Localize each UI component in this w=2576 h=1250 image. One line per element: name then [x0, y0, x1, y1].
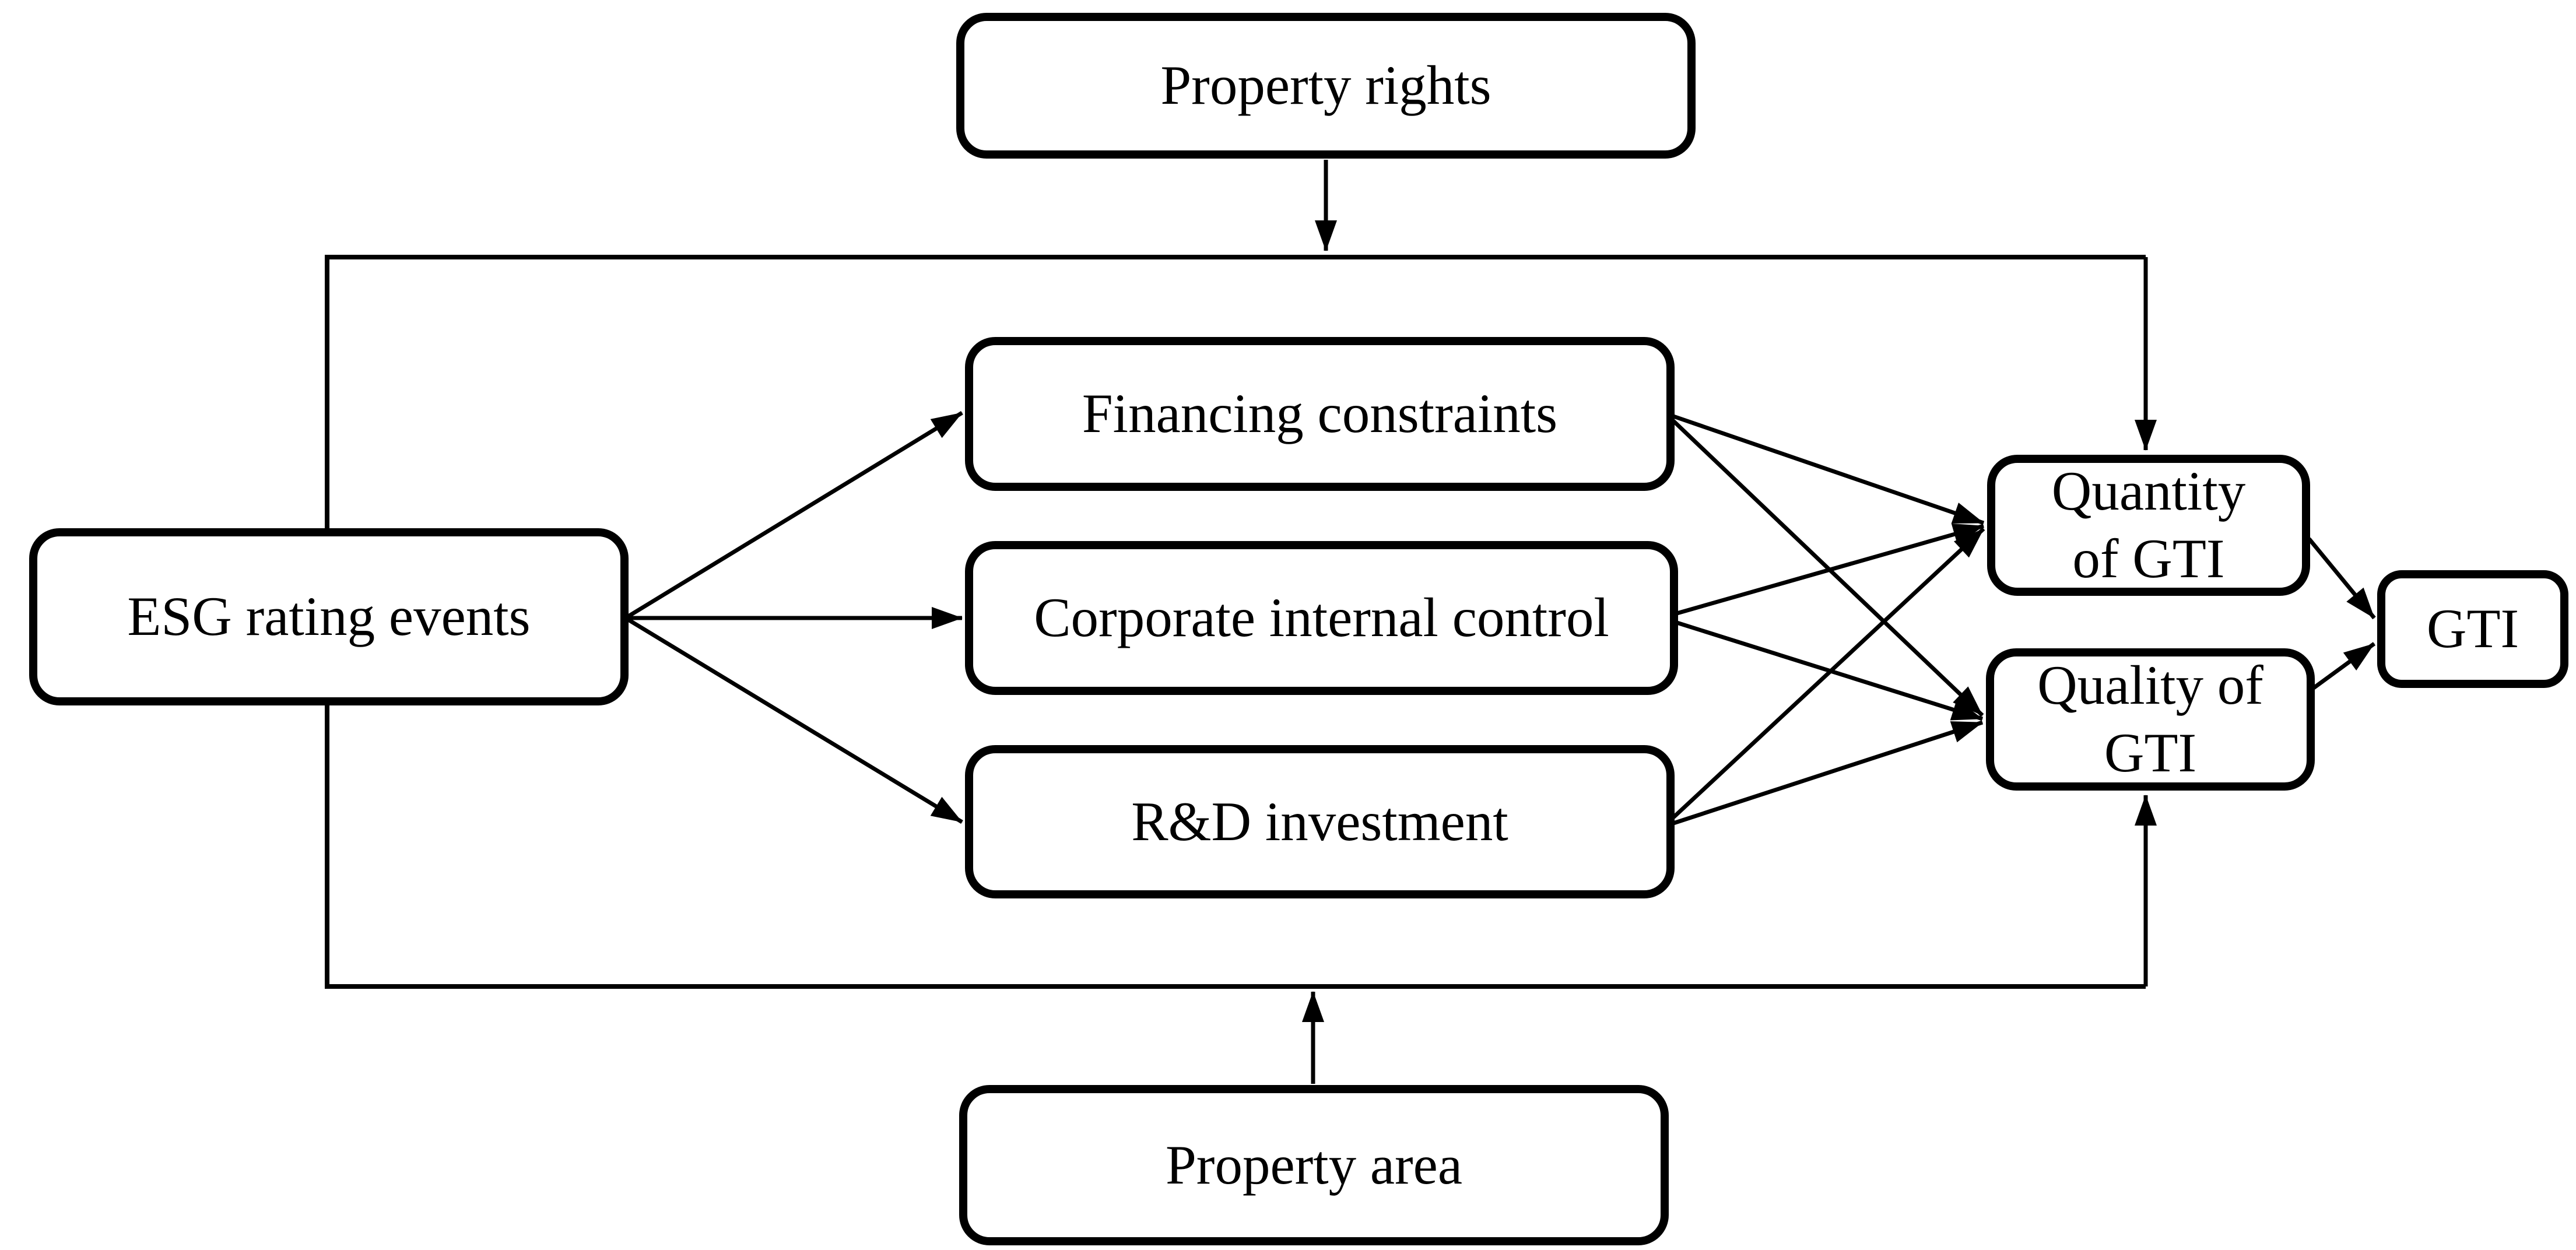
node-property-area-label: Property area: [1165, 1133, 1463, 1196]
node-corporate-internal-control: Corporate internal control: [965, 541, 1678, 695]
edge-financing-to-quality: [1672, 419, 1984, 717]
node-rd-investment-label: R&D investment: [1131, 790, 1508, 852]
node-corporate-internal-control-label: Corporate internal control: [1034, 587, 1609, 649]
node-esg-rating-events-label: ESG rating events: [127, 585, 531, 648]
node-quantity-of-gti-label: Quantity of GTI: [2051, 460, 2246, 589]
edge-rd-to-quality: [1672, 720, 1984, 826]
edge-esg-to-financing: [626, 411, 963, 619]
edge-rd-to-quantity: [1672, 527, 1985, 819]
node-property-area: Property area: [959, 1085, 1669, 1245]
edge-esg-to-rd: [626, 617, 963, 824]
node-quantity-of-gti: Quantity of GTI: [1987, 455, 2310, 596]
edge-control-to-quantity: [1676, 523, 1984, 616]
moderation-frame-bottom: [325, 705, 2146, 989]
node-property-rights-label: Property rights: [1160, 54, 1491, 117]
edge-financing-to-quantity: [1672, 414, 1985, 525]
edge-quality-to-gti: [2312, 642, 2376, 690]
moderation-frame-top: [325, 255, 2146, 528]
node-financing-constraints-label: Financing constraints: [1082, 382, 1558, 445]
node-quality-of-gti: Quality of GTI: [1986, 648, 2315, 791]
node-rd-investment: R&D investment: [965, 745, 1675, 898]
node-financing-constraints: Financing constraints: [965, 337, 1675, 491]
edge-quantity-to-gti: [2307, 537, 2376, 620]
node-gti: GTI: [2377, 570, 2568, 688]
node-quality-of-gti-label: Quality of GTI: [2037, 654, 2263, 784]
node-property-rights: Property rights: [956, 13, 1696, 159]
node-esg-rating-events: ESG rating events: [29, 528, 629, 705]
node-gti-label: GTI: [2426, 598, 2519, 660]
